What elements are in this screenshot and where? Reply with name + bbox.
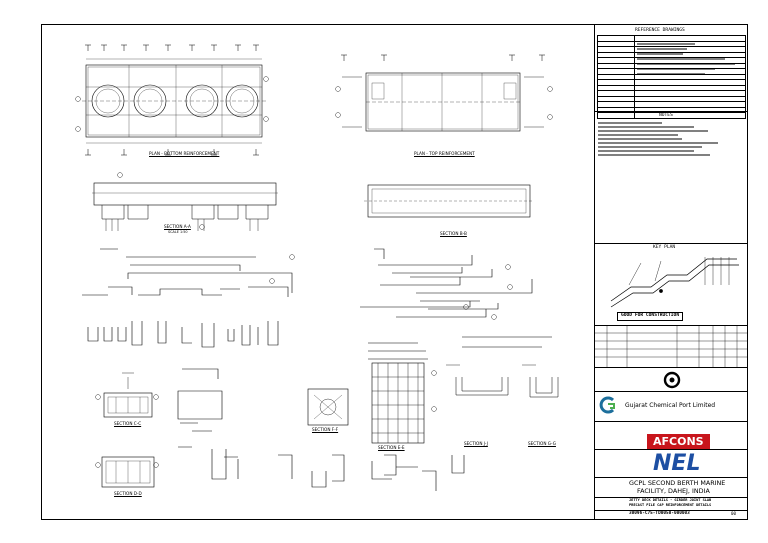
- contractor-name: AFCONS: [647, 434, 710, 449]
- label-section-jj: SECTION J-J: [464, 441, 488, 446]
- consultant-logo: NEL: [653, 451, 701, 476]
- title-block: REFERENCE DRAWINGS: [594, 25, 748, 519]
- drawing-title-line1: JETTY DECK DETAILS - GIRDER JOINT SLAB: [629, 498, 712, 502]
- label-plan-top: PLAN - TOP REINFORCEMENT: [414, 151, 475, 156]
- section-bb-drawing: [364, 184, 534, 218]
- section-dd-drawing: [101, 456, 155, 488]
- section-ff-drawing: [307, 388, 349, 426]
- label-section-ff: SECTION F-F: [312, 427, 339, 432]
- plan-bottom-reinforcement: [82, 58, 266, 144]
- drawing-number: 30096-C75-TD0050-000003: [629, 511, 690, 516]
- project-title-line2: FACILITY, DAHEJ, INDIA: [637, 487, 710, 495]
- label-section-gg: SECTION G-G: [528, 441, 556, 446]
- good-for-construction-stamp: GOOD FOR CONSTRUCTION: [617, 312, 684, 321]
- bar-schedule-right: [360, 248, 552, 360]
- reference-drawings-heading: REFERENCE DRAWINGS: [635, 28, 685, 33]
- project-title-line1: GCPL SECOND BERTH MARINE: [629, 479, 726, 487]
- client-name: Gujarat Chemical Port Limited: [625, 402, 716, 409]
- revision-number: 00: [731, 511, 737, 516]
- section-ee-drawing: [371, 362, 425, 444]
- reference-text-lines: [637, 43, 735, 75]
- notes-text-lines: [598, 122, 718, 156]
- label-section-dd: SECTION D-D: [114, 491, 142, 496]
- label-scale: SCALE 1:50: [168, 230, 188, 234]
- label-section-aa: SECTION A-A: [164, 224, 191, 229]
- plan-top-reinforcement: [341, 54, 545, 132]
- drawing-sheet: PLAN - BOTTOM REINFORCEMENT PLAN - TOP R…: [41, 24, 748, 520]
- gcpl-logo-icon: [599, 396, 615, 414]
- label-section-ee: SECTION E-E: [378, 445, 405, 450]
- section-aa-drawing: [92, 182, 278, 231]
- label-section-bb: SECTION B-B: [440, 231, 467, 236]
- drawing-area: [75, 44, 559, 491]
- reference-drawings-table: [597, 35, 746, 119]
- key-plan-diagram: [610, 257, 739, 308]
- key-plan-heading: KEY PLAN: [653, 245, 676, 250]
- company-seal-icon: [663, 371, 681, 389]
- label-plan-bottom: PLAN - BOTTOM REINFORCEMENT: [149, 151, 220, 156]
- contractor-logo: AFCONS: [647, 430, 710, 449]
- notes-heading: NOTES: [659, 113, 673, 118]
- revision-table: [595, 325, 748, 367]
- drawing-title-line2: PRECAST PILE CAP REINFORCEMENT DETAILS: [629, 503, 712, 507]
- bar-schedule-left: [82, 248, 293, 348]
- label-section-cc: SECTION C-C: [114, 421, 142, 426]
- section-cc-drawing: [103, 372, 153, 418]
